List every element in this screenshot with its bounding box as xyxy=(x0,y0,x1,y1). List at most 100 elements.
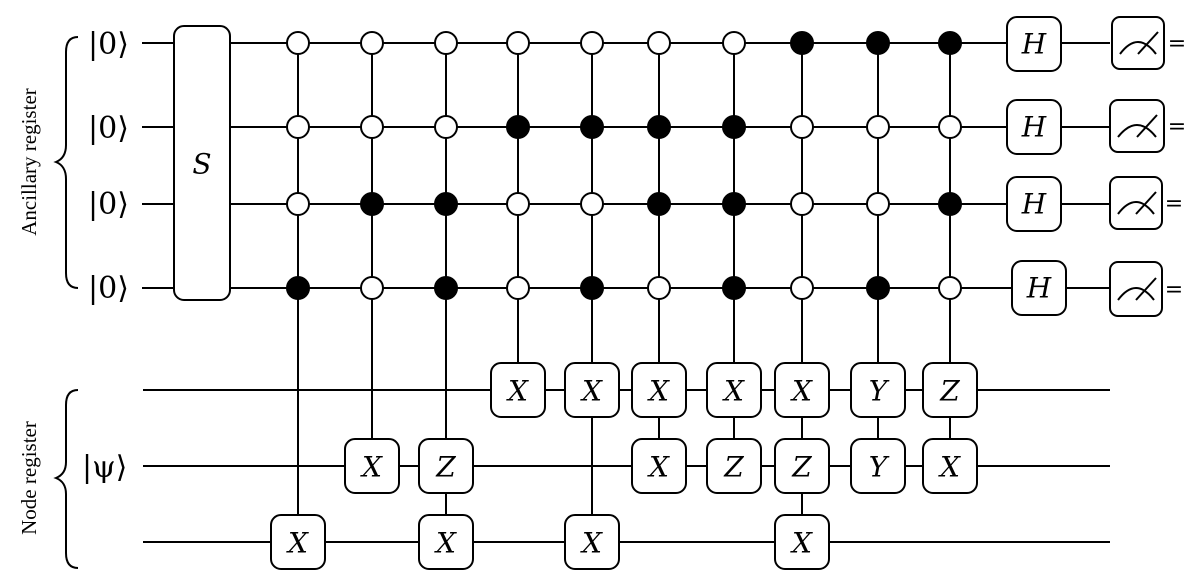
control-dot-filled-9-0 xyxy=(938,31,962,55)
control-dot-open-1-3 xyxy=(360,276,384,300)
pauli-gate-7-n2 xyxy=(774,514,830,570)
pauli-gate-6-n1 xyxy=(706,438,762,494)
ancilla-input-2: |0⟩ xyxy=(88,187,129,222)
node-register-brace xyxy=(53,389,79,569)
prep-gate-label: S xyxy=(192,148,211,181)
pauli-label-7-n1: Z xyxy=(791,451,812,484)
measurement-meter-1: = xyxy=(1109,99,1186,153)
pauli-gate-6-n0 xyxy=(706,362,762,418)
control-dot-filled-7-0 xyxy=(790,31,814,55)
control-dot-filled-6-1 xyxy=(722,115,746,139)
pauli-gate-1-n1 xyxy=(344,438,400,494)
pauli-label-3-n0: X xyxy=(506,375,529,408)
control-dot-open-5-3 xyxy=(647,276,671,300)
pauli-gate-9-n1 xyxy=(922,438,978,494)
ancilla-input-1: |0⟩ xyxy=(88,111,129,146)
pauli-label-5-n0: X xyxy=(647,375,670,408)
control-dot-open-7-2 xyxy=(790,192,814,216)
meter-output-2: = xyxy=(1165,192,1183,217)
control-dot-open-9-3 xyxy=(938,276,962,300)
prep-gate-box xyxy=(173,25,231,301)
control-dot-filled-5-1 xyxy=(647,115,671,139)
ancilla-input-3: |0⟩ xyxy=(88,271,129,306)
node-input-psi: |ψ⟩ xyxy=(82,450,127,485)
measurement-meter-0: = xyxy=(1111,16,1186,70)
control-dot-open-2-0 xyxy=(434,31,458,55)
control-dot-open-3-3 xyxy=(506,276,530,300)
pauli-label-7-n2: X xyxy=(790,527,813,560)
pauli-label-0-n2: X xyxy=(286,527,309,560)
pauli-gate-5-n1 xyxy=(631,438,687,494)
pauli-gate-4-n0 xyxy=(564,362,620,418)
ancilla-input-0: |0⟩ xyxy=(88,27,129,62)
control-dot-filled-1-2 xyxy=(360,192,384,216)
pauli-gate-9-n0 xyxy=(922,362,978,418)
pauli-gate-8-n1 xyxy=(850,438,906,494)
hadamard-label-1: H xyxy=(1021,111,1047,144)
control-dot-filled-4-1 xyxy=(580,115,604,139)
pauli-gate-2-n1 xyxy=(418,438,474,494)
pauli-label-9-n1: X xyxy=(938,451,961,484)
control-dot-filled-2-2 xyxy=(434,192,458,216)
hadamard-label-3: H xyxy=(1026,272,1052,305)
control-dot-filled-3-1 xyxy=(506,115,530,139)
control-dot-open-0-1 xyxy=(286,115,310,139)
control-dot-open-6-0 xyxy=(722,31,746,55)
hadamard-gate-0: H xyxy=(1006,16,1062,72)
control-dot-filled-8-0 xyxy=(866,31,890,55)
control-dot-filled-5-2 xyxy=(647,192,671,216)
control-dot-filled-6-3 xyxy=(722,276,746,300)
control-dot-filled-9-2 xyxy=(938,192,962,216)
pauli-label-6-n0: X xyxy=(722,375,745,408)
meter-output-0: = xyxy=(1168,32,1186,57)
control-dot-open-7-1 xyxy=(790,115,814,139)
pauli-gate-3-n0 xyxy=(490,362,546,418)
pauli-label-2-n1: Z xyxy=(435,451,456,484)
pauli-label-8-n0: Y xyxy=(869,375,890,408)
control-dot-open-0-2 xyxy=(286,192,310,216)
meter-output-1: = xyxy=(1168,115,1186,140)
hadamard-label-0: H xyxy=(1021,28,1047,61)
control-dot-open-8-1 xyxy=(866,115,890,139)
meter-output-3: = xyxy=(1165,278,1183,303)
hadamard-gate-1: H xyxy=(1006,99,1062,155)
measurement-meter-2: = xyxy=(1109,176,1183,230)
pauli-label-1-n1: X xyxy=(360,451,383,484)
pauli-label-9-n0: Z xyxy=(939,375,960,408)
control-dot-open-9-1 xyxy=(938,115,962,139)
node-register-label: Node register xyxy=(17,421,41,535)
pauli-label-5-n1: X xyxy=(647,451,670,484)
pauli-gate-5-n0 xyxy=(631,362,687,418)
control-dot-open-3-0 xyxy=(506,31,530,55)
control-dot-open-4-2 xyxy=(580,192,604,216)
control-dot-open-3-2 xyxy=(506,192,530,216)
pauli-label-2-n2: X xyxy=(434,527,457,560)
pauli-gate-7-n1 xyxy=(774,438,830,494)
control-dot-filled-2-3 xyxy=(434,276,458,300)
hadamard-label-2: H xyxy=(1021,188,1047,221)
hadamard-gate-3: H xyxy=(1011,260,1067,316)
ancillary-register-brace xyxy=(53,36,79,289)
pauli-gate-2-n2 xyxy=(418,514,474,570)
pauli-label-4-n0: X xyxy=(580,375,603,408)
ancillary-register-label: Ancillary register xyxy=(17,88,41,236)
control-dot-open-2-1 xyxy=(434,115,458,139)
measurement-meter-3: = xyxy=(1109,261,1183,317)
control-dot-open-5-0 xyxy=(647,31,671,55)
control-dot-open-1-1 xyxy=(360,115,384,139)
control-dot-filled-4-3 xyxy=(580,276,604,300)
control-dot-open-4-0 xyxy=(580,31,604,55)
control-dot-open-8-2 xyxy=(866,192,890,216)
pauli-gate-4-n2 xyxy=(564,514,620,570)
pauli-gate-0-n2 xyxy=(270,514,326,570)
control-dot-filled-0-3 xyxy=(286,276,310,300)
hadamard-gate-2: H xyxy=(1006,176,1062,232)
control-dot-filled-8-3 xyxy=(866,276,890,300)
control-dot-open-7-3 xyxy=(790,276,814,300)
pauli-label-8-n1: Y xyxy=(869,451,890,484)
control-dot-open-0-0 xyxy=(286,31,310,55)
pauli-label-7-n0: X xyxy=(790,375,813,408)
pauli-label-6-n1: Z xyxy=(723,451,744,484)
